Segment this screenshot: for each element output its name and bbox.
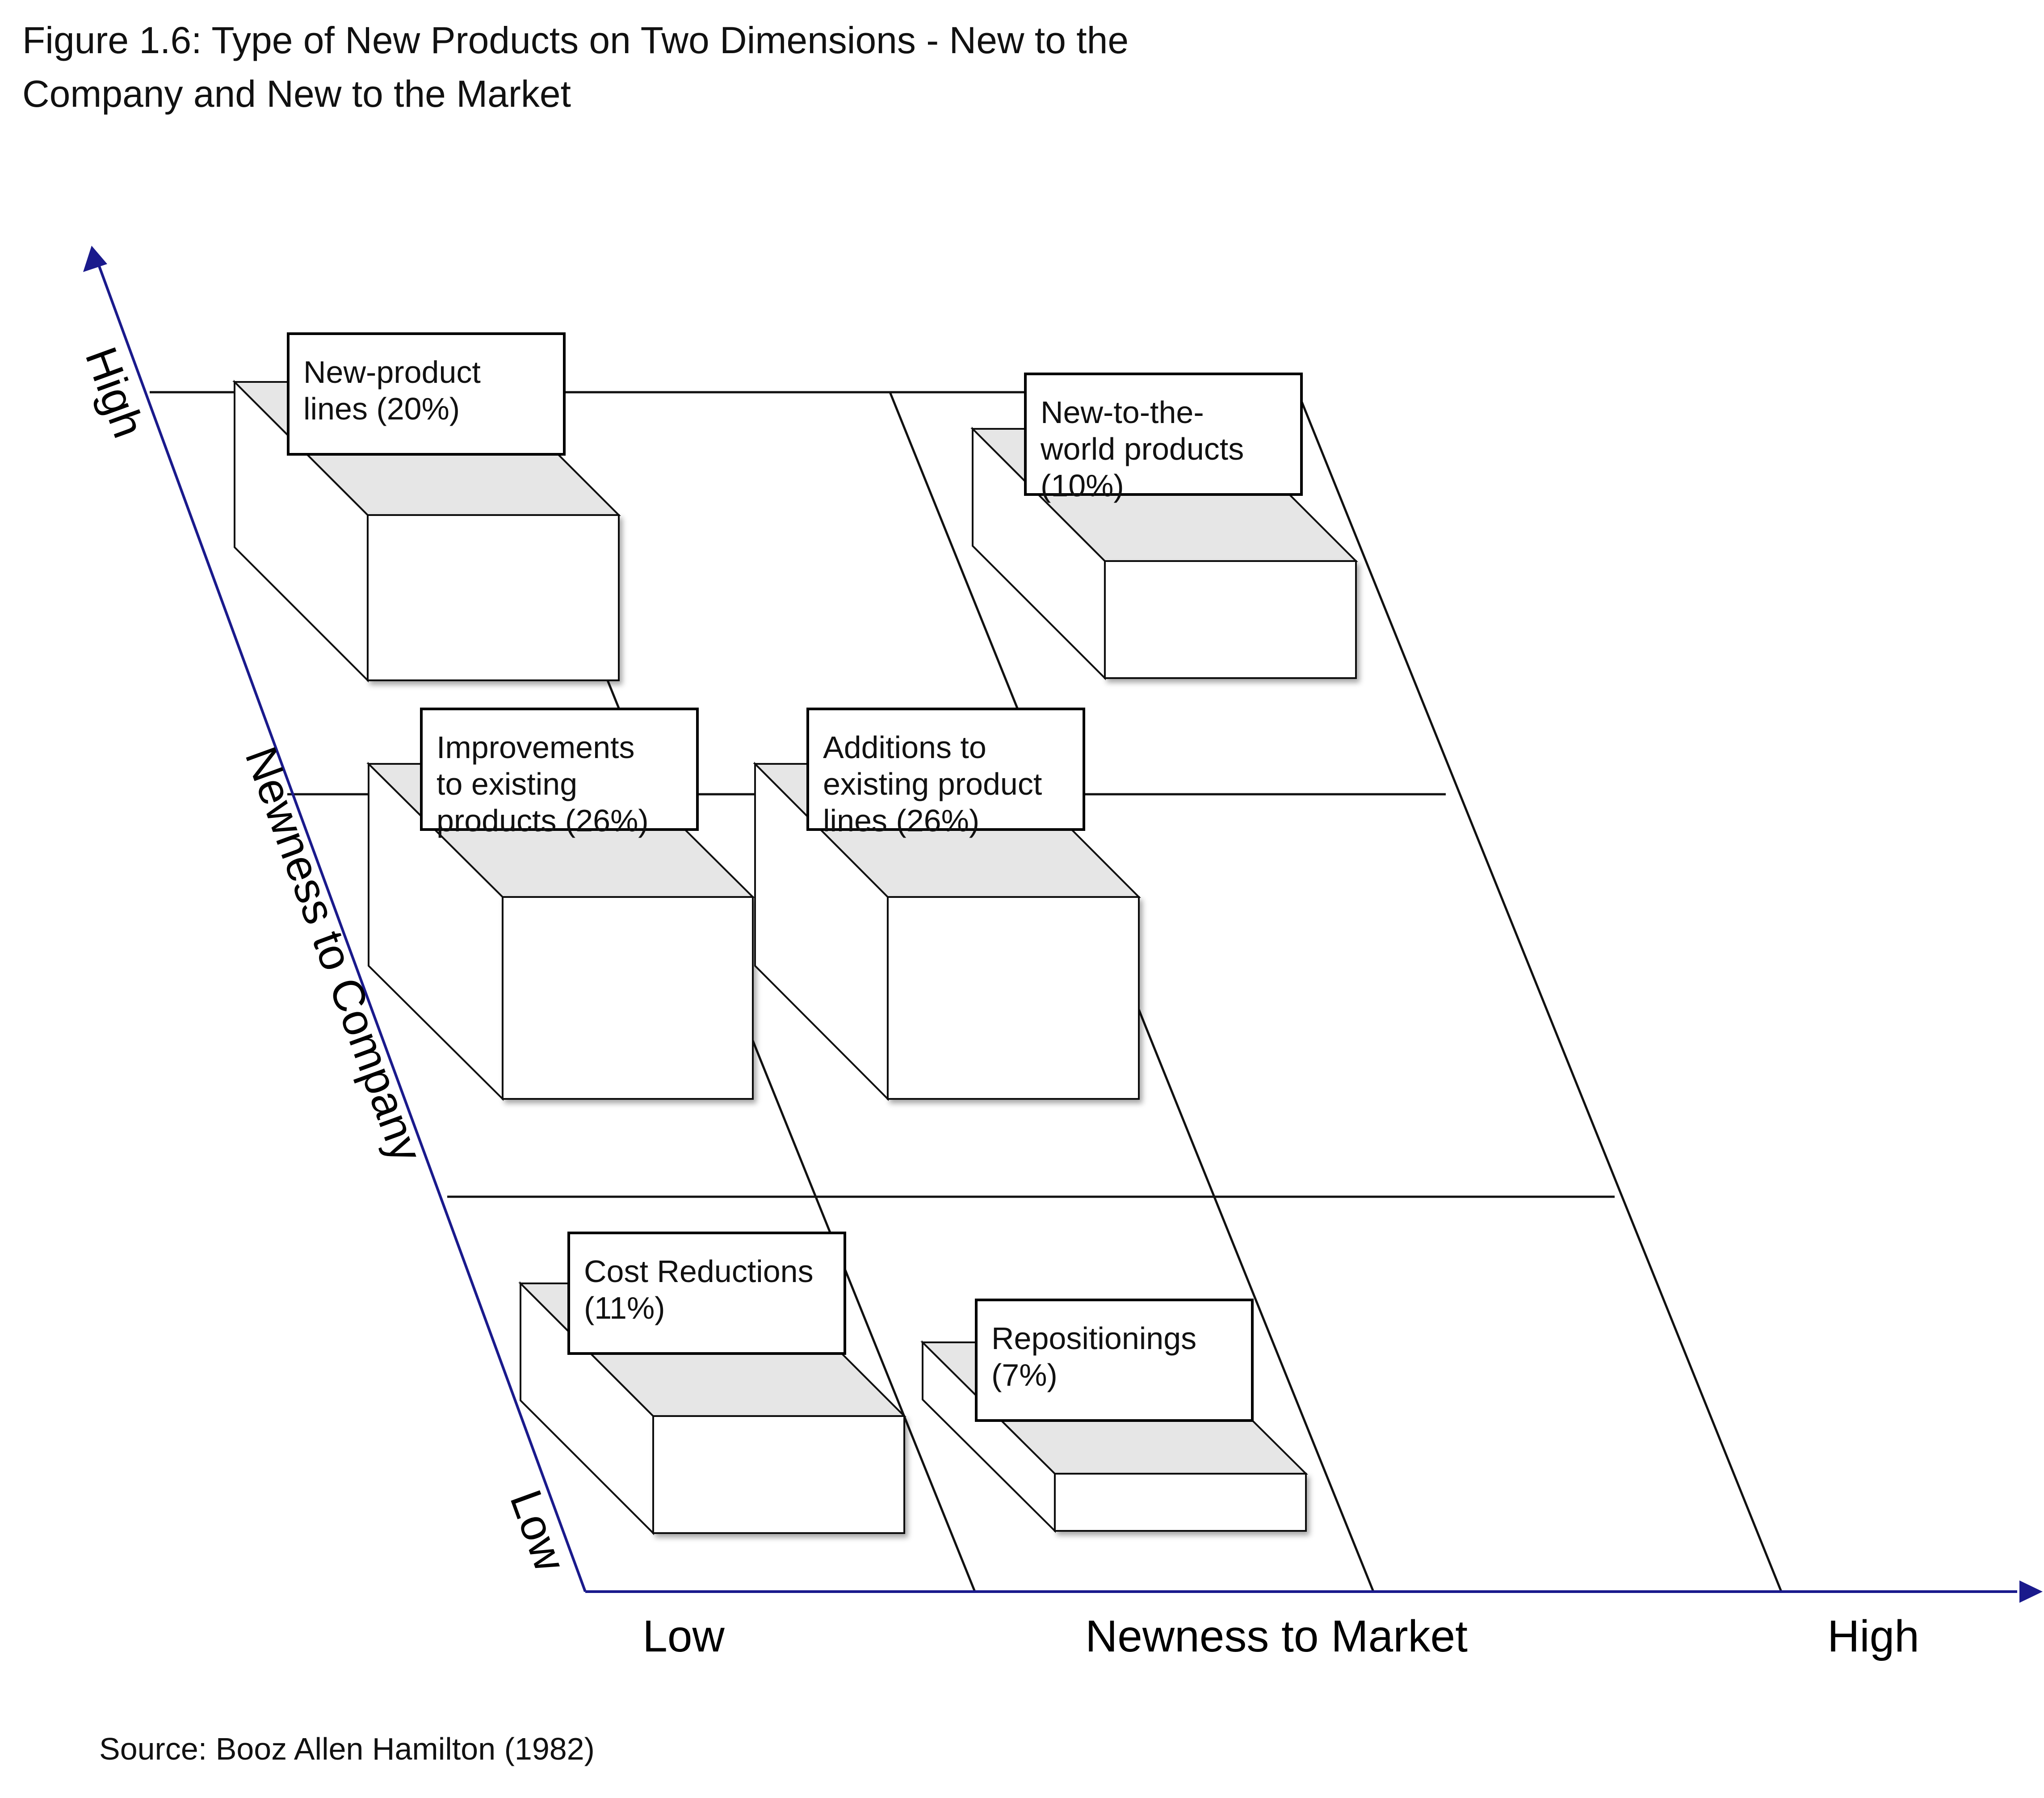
box-new-to-the-world-products: New-to-the-world products(10%) — [970, 373, 1358, 680]
x-axis-high-label: High — [1827, 1611, 1919, 1661]
y-axis-arrowhead — [83, 246, 107, 272]
axes — [83, 246, 2043, 1603]
label-line: existing product — [823, 767, 1042, 801]
label-line: (7%) — [991, 1358, 1058, 1392]
label-box — [287, 332, 566, 456]
label-box — [806, 708, 1085, 831]
label-line: lines (26%) — [823, 803, 979, 838]
label-new-to-the-world-products: New-to-the-world products(10%) — [1024, 373, 1303, 503]
box-front-face — [502, 896, 754, 1100]
label-cost-reductions: Cost Reductions(11%) — [567, 1232, 846, 1355]
label-line: Repositionings — [991, 1321, 1196, 1356]
y-axis-high-label: High — [76, 341, 154, 444]
box-repositionings: Repositionings(7%) — [920, 1299, 1308, 1533]
label-box — [1024, 373, 1303, 496]
figure-source: Source: Booz Allen Hamilton (1982) — [99, 1731, 595, 1766]
box-front-face — [1104, 560, 1357, 679]
label-box — [567, 1232, 846, 1355]
label-line: (11%) — [584, 1291, 665, 1325]
y-axis-line — [96, 260, 587, 1593]
figure-title-line-1: Figure 1.6: Type of New Products on Two … — [22, 19, 1129, 61]
label-repositionings: Repositionings(7%) — [975, 1299, 1254, 1422]
box-front-face — [652, 1415, 905, 1534]
label-line: New-product — [303, 355, 481, 390]
figure-title: Figure 1.6: Type of New Products on Two … — [22, 13, 1318, 121]
box-front-face — [367, 514, 620, 681]
label-line: (10%) — [1041, 468, 1124, 503]
label-line: world products — [1040, 432, 1244, 466]
x-axis-low-label: Low — [642, 1611, 725, 1661]
label-box — [975, 1299, 1254, 1422]
label-line: Improvements — [437, 730, 634, 765]
label-line: Additions to — [823, 730, 986, 765]
x-axis-title: Newness to Market — [1085, 1611, 1468, 1661]
label-box — [420, 708, 699, 831]
x-axis-arrowhead — [2019, 1580, 2043, 1603]
label-line: Cost Reductions — [584, 1254, 814, 1289]
label-line: New-to-the- — [1041, 395, 1204, 430]
label-line: to existing — [437, 767, 577, 801]
grid-col-line-3 — [1297, 392, 1783, 1592]
y-axis-low-label: Low — [500, 1484, 575, 1578]
label-line: lines (20%) — [303, 391, 460, 426]
box-front-face — [1054, 1473, 1307, 1532]
figure-title-line-2: Company and New to the Market — [22, 73, 571, 115]
box-cost-reductions: Cost Reductions(11%) — [518, 1232, 907, 1535]
label-line: products (26%) — [437, 803, 649, 838]
box-front-face — [887, 896, 1140, 1100]
